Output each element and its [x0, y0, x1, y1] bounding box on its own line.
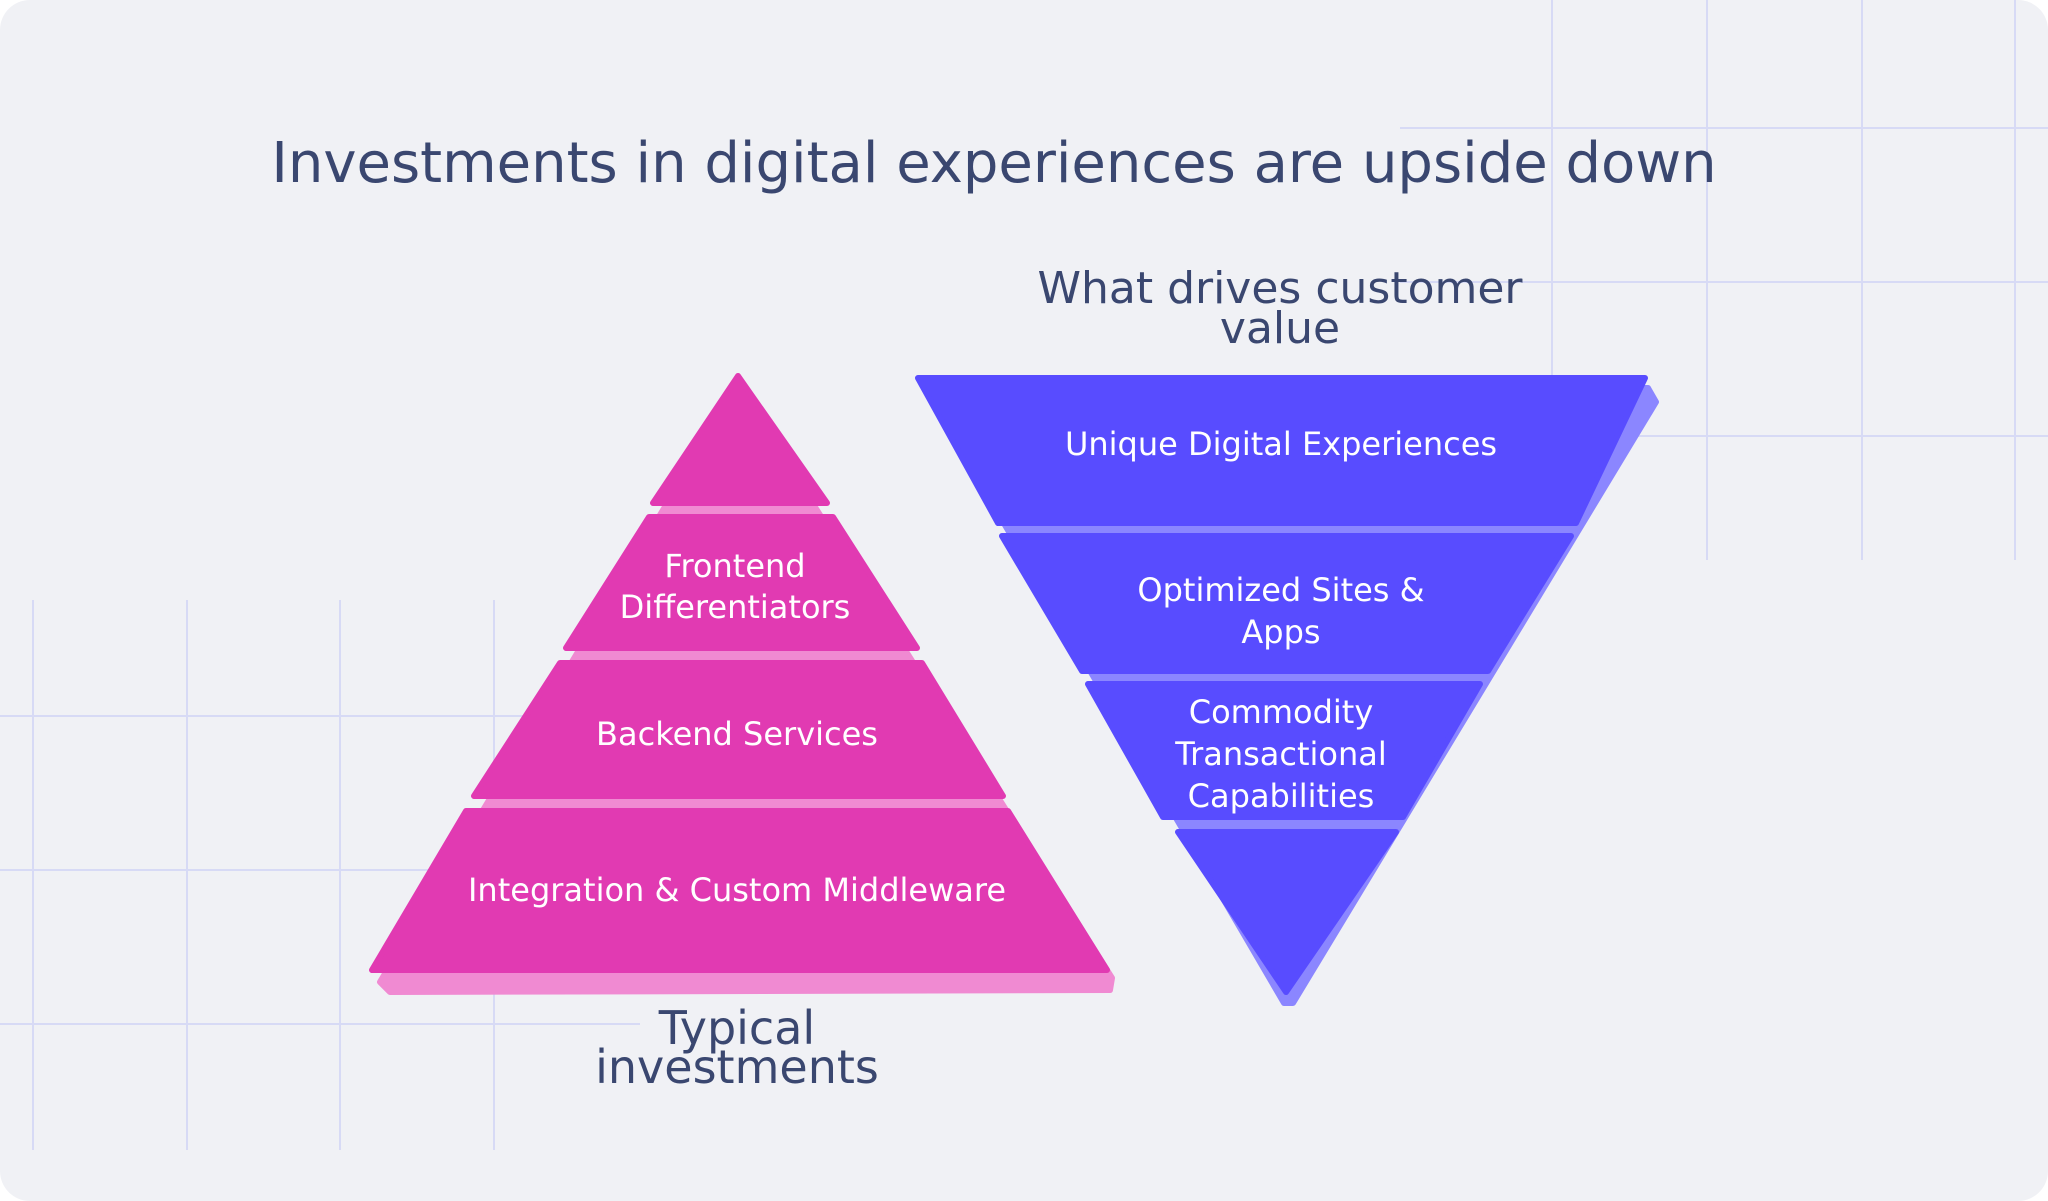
inverted-commodity-label-line-1: Commodity: [1189, 693, 1374, 731]
inverted-heading-line-1: What drives customer: [1037, 263, 1523, 314]
inverted-heading-line-2: value: [1220, 303, 1340, 354]
inverted-layer-optimized: [999, 533, 1574, 674]
value-inverted-pyramid: Unique Digital Experiences Optimized Sit…: [915, 375, 1659, 1006]
pyramid-integration-label: Integration & Custom Middleware: [468, 871, 1006, 909]
inverted-commodity-label-line-2: Transactional: [1174, 735, 1387, 773]
pyramid-layer-backend: [471, 660, 1006, 799]
inverted-layer-unique: [915, 375, 1648, 526]
inverted-unique-label: Unique Digital Experiences: [1065, 425, 1497, 463]
inverted-optimized-label-line-2: Apps: [1241, 613, 1320, 651]
pyramid-frontend-label-line-1: Frontend: [664, 547, 805, 585]
investment-pyramid: Frontend Differentiators Backend Service…: [369, 373, 1115, 995]
pyramid-layer-frontend: [563, 514, 920, 651]
pyramid-layer-integration: [369, 808, 1110, 973]
inverted-optimized-label-line-1: Optimized Sites &: [1137, 571, 1424, 609]
pyramid-frontend-label-line-2: Differentiators: [620, 588, 851, 626]
inverted-commodity-label-line-3: Capabilities: [1188, 777, 1375, 815]
slide-title: Investments in digital experiences are u…: [271, 131, 1716, 196]
pyramid-caption-line-2: investments: [595, 1040, 879, 1094]
pyramid-caption-line-1: Typical: [658, 1001, 815, 1055]
inverted-layer-bottom: [1175, 829, 1399, 995]
pyramid-layer-top: [650, 373, 830, 506]
inverted-layer-commodity: [1085, 681, 1483, 820]
pyramid-backend-label: Backend Services: [596, 715, 878, 753]
